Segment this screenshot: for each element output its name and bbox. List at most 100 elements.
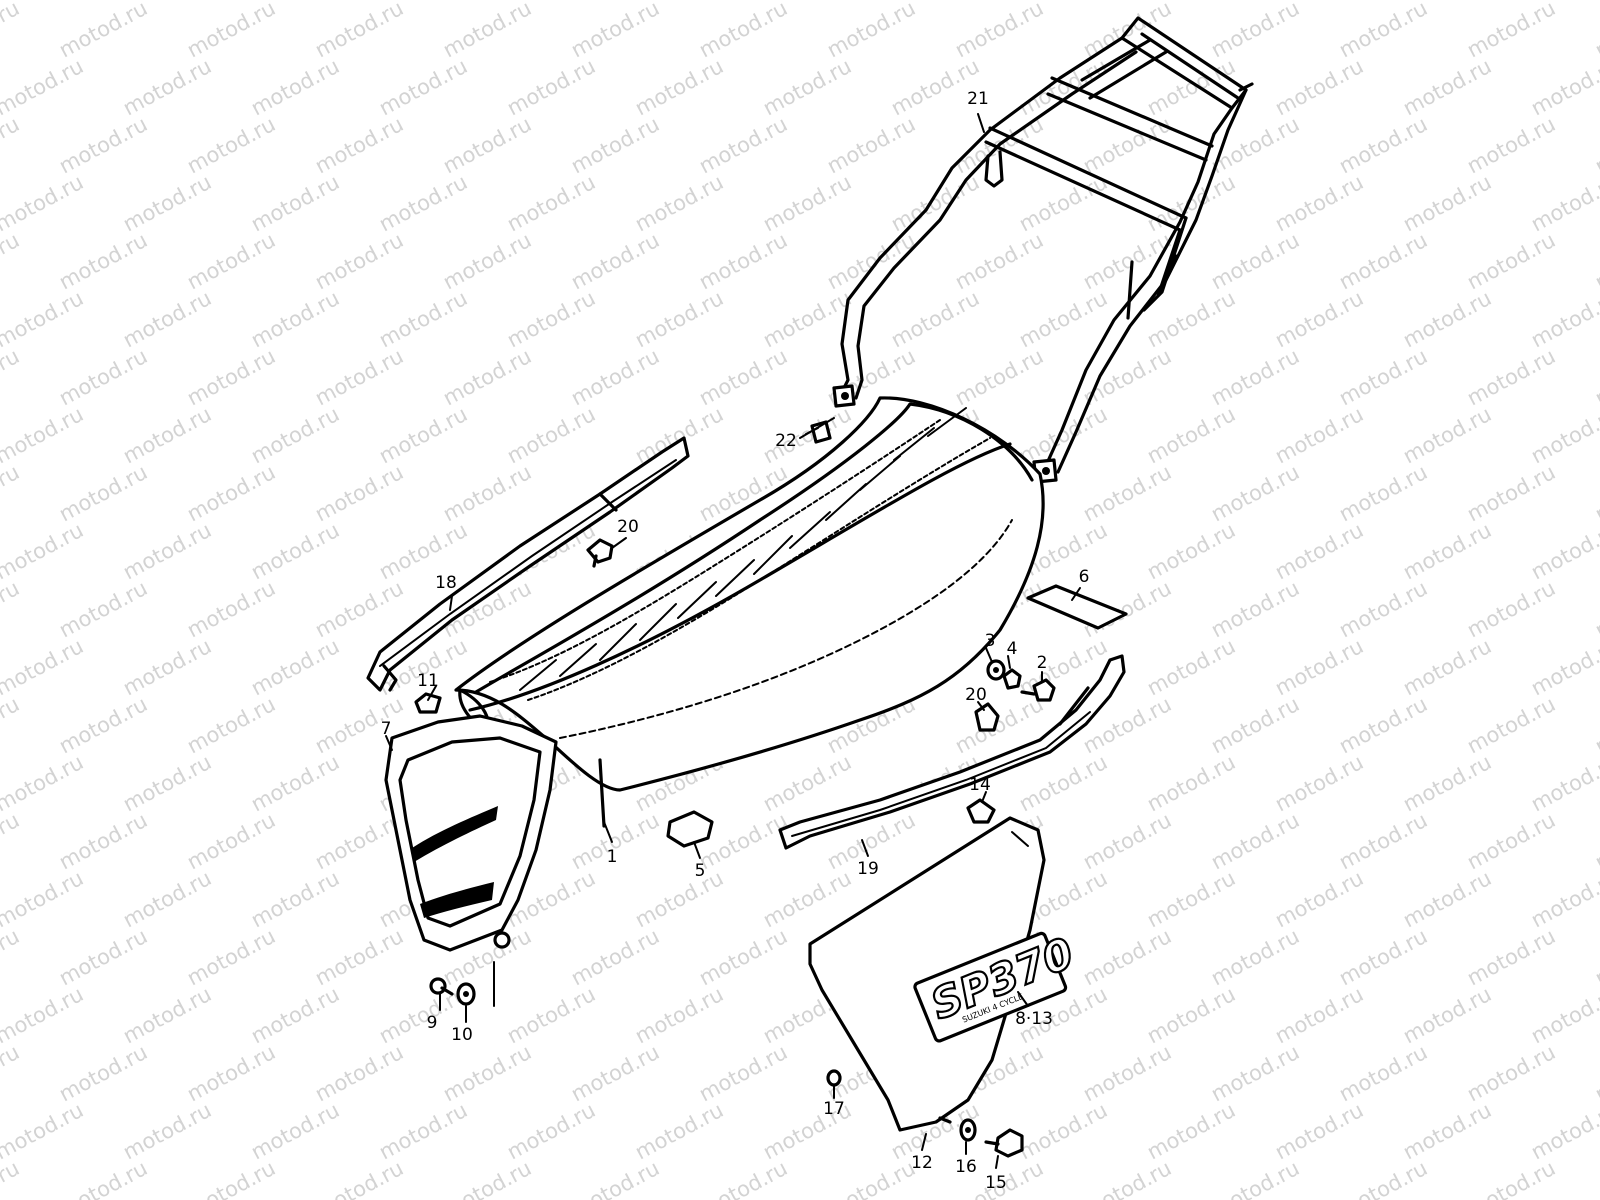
watermark-text: motod.ru [1207, 1156, 1303, 1200]
watermark-text: motod.ru [1463, 808, 1559, 874]
watermark-text: motod.ru [0, 286, 87, 352]
watermark-text: motod.ru [247, 286, 343, 352]
watermark-text: motod.ru [1527, 518, 1600, 584]
watermark-text: motod.ru [1527, 1098, 1600, 1164]
badge-plate [913, 931, 1068, 1043]
watermark-text: motod.ru [951, 344, 1047, 410]
label-part-1: 1 [607, 847, 618, 867]
left-frame-cover [384, 714, 558, 952]
watermark-text: motod.ru [1335, 460, 1431, 526]
watermark-text: motod.ru [0, 924, 23, 990]
watermark-text: motod.ru [631, 1098, 727, 1164]
watermark-text: motod.ru [1207, 1040, 1303, 1106]
label-part-15: 15 [985, 1173, 1007, 1193]
watermark-text: motod.ru [1591, 460, 1600, 526]
watermark-text: motod.ru [695, 924, 791, 990]
watermark-text: motod.ru [1335, 576, 1431, 642]
knob-bolt-15 [984, 1128, 1024, 1158]
watermark-text: motod.ru [247, 634, 343, 700]
watermark-text: motod.ru [183, 692, 279, 758]
watermark-text: motod.ru [695, 808, 791, 874]
watermark-text: motod.ru [759, 170, 855, 236]
watermark-text: motod.ru [1079, 1040, 1175, 1106]
left-side-rail [366, 436, 690, 692]
watermark-text: motod.ru [55, 576, 151, 642]
watermark-text: motod.ru [887, 286, 983, 352]
watermark-text: motod.ru [55, 344, 151, 410]
watermark-text: motod.ru [119, 866, 215, 932]
bolt-9 [429, 977, 454, 996]
watermark-text: motod.ru [0, 518, 87, 584]
watermark-text: motod.ru [247, 170, 343, 236]
watermark-text: motod.ru [1207, 692, 1303, 758]
watermark-text: motod.ru [1143, 402, 1239, 468]
watermark-text: motod.ru [1591, 344, 1600, 410]
watermark-text: motod.ru [183, 112, 279, 178]
watermark-text: motod.ru [1271, 634, 1367, 700]
watermark-text: motod.ru [0, 460, 23, 526]
watermark-text: motod.ru [1207, 576, 1303, 642]
watermark-text: motod.ru [503, 402, 599, 468]
watermark-text: motod.ru [439, 1040, 535, 1106]
leader-lines [385, 113, 1081, 1169]
watermark-text: motod.ru [247, 54, 343, 120]
label-part-4: 4 [1007, 639, 1018, 659]
watermark-text: motod.ru [1527, 54, 1600, 120]
watermark-text: motod.ru [55, 1040, 151, 1106]
label-part-7: 7 [381, 719, 392, 739]
watermark-text: motod.ru [1015, 1098, 1111, 1164]
label-part-6: 6 [1079, 567, 1090, 587]
watermark-text: motod.ru [1207, 344, 1303, 410]
watermark-text: motod.ru [311, 112, 407, 178]
watermark-text: motod.ru [183, 460, 279, 526]
watermark-text: motod.ru [247, 982, 343, 1048]
watermark-text: motod.ru [311, 460, 407, 526]
label-part-2: 2 [1037, 653, 1048, 673]
watermark-text: motod.ru [1079, 924, 1175, 990]
watermark-text: motod.ru [1207, 228, 1303, 294]
watermark-text: motod.ru [1463, 1156, 1559, 1200]
watermark-text: motod.ru [1527, 866, 1600, 932]
label-part-11: 11 [417, 671, 439, 691]
watermark-text: motod.ru [503, 1098, 599, 1164]
watermark-text: motod.ru [1271, 402, 1367, 468]
label-part-9: 9 [427, 1013, 438, 1033]
watermark-text: motod.ru [695, 112, 791, 178]
watermark-text: motod.ru [695, 0, 791, 62]
watermark-text: motod.ru [567, 344, 663, 410]
part-labels: 21 22 20 18 11 7 1 5 19 6 3 4 2 20 14 8·… [381, 89, 1090, 1193]
watermark-text: motod.ru [1591, 0, 1600, 62]
watermark-text: motod.ru [1591, 112, 1600, 178]
watermark-text: motod.ru [695, 1156, 791, 1200]
watermark-text: motod.ru [1335, 692, 1431, 758]
label-part-18: 18 [435, 573, 457, 593]
clip-lower [974, 702, 1000, 732]
watermark-text: motod.ru [695, 228, 791, 294]
watermark-text: motod.ru [183, 0, 279, 62]
grommet-17 [826, 1069, 842, 1087]
watermark-text: motod.ru [375, 170, 471, 236]
watermark-text: motod.ru [375, 1098, 471, 1164]
watermark-text: motod.ru [567, 0, 663, 62]
watermark-text: motod.ru [439, 1156, 535, 1200]
watermark-text: motod.ru [0, 750, 87, 816]
watermark-text: motod.ru [1143, 982, 1239, 1048]
watermark-text: motod.ru [1399, 750, 1495, 816]
watermark-text: motod.ru [1591, 692, 1600, 758]
watermark-text: motod.ru [1591, 808, 1600, 874]
watermark-text: motod.ru [55, 1156, 151, 1200]
grommet-11 [414, 692, 442, 714]
watermark-text: motod.ru [55, 924, 151, 990]
watermark-text: motod.ru [0, 344, 23, 410]
watermark-text: motod.ru [1335, 228, 1431, 294]
watermark-text: motod.ru [631, 866, 727, 932]
watermark-text: motod.ru [183, 1040, 279, 1106]
watermark-text: motod.ru [1143, 518, 1239, 584]
watermark-text: motod.ru [0, 54, 87, 120]
watermark-text: motod.ru [695, 1040, 791, 1106]
watermark-text: motod.ru [567, 228, 663, 294]
watermark-text: motod.ru [1335, 344, 1431, 410]
watermark-text: motod.ru [695, 344, 791, 410]
watermark-text: motod.ru [247, 1098, 343, 1164]
plate-6 [1026, 584, 1128, 630]
